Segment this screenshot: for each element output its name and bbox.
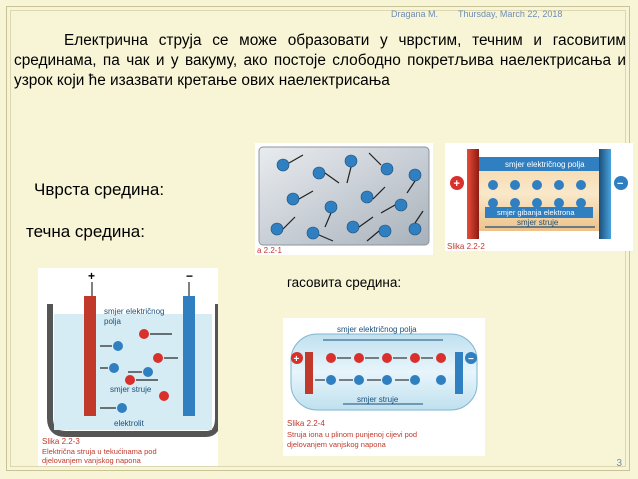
svg-text:−: − [186, 269, 193, 283]
figure-gas: smjer električnog polja + − smjer struje… [283, 318, 485, 456]
figure-gas-caption-line2: djelovanjem vanjskog napona [287, 440, 387, 449]
figure-solid-field-electron-label: smjer gibanja elektrona [497, 208, 575, 217]
figure-solid-field: + − smjer električnog polja smjer gibanj… [445, 143, 633, 251]
figure-gas-current-label: smjer struje [357, 395, 399, 404]
figure-gas-caption-title: Slika 2.2-4 [287, 419, 325, 428]
figure-liquid-field-label-2: polja [104, 317, 121, 326]
header-date: Thursday, March 22, 2018 [458, 9, 563, 19]
figure-solid-random: a 2.2-1 [255, 143, 433, 255]
label-gas-medium: гасовита средина: [287, 275, 402, 290]
header-author: Dragana M. [391, 9, 439, 19]
label-liquid-medium: течна средина: [26, 222, 145, 241]
figure-gas-caption-line1: Struja iona u plinom punjenoj cijevi pod [287, 430, 417, 439]
label-solid-medium: Чврста средина: [34, 180, 165, 199]
body-paragraph: Електрична струја се може образовати у ч… [14, 31, 626, 91]
figure-liquid-caption-line1: Električna struja u tekućinama pod [42, 447, 157, 456]
page-number: 3 [616, 458, 622, 469]
figure-liquid-current-label: smjer struje [110, 385, 152, 394]
figure-liquid-caption-line2: djelovanjem vanjskog napona [42, 456, 142, 465]
figure-gas-field-label: smjer električnog polja [337, 325, 417, 334]
figure-liquid-caption-title: Slika 2.2-3 [42, 437, 80, 446]
figure-solid-random-caption: a 2.2-1 [257, 246, 282, 255]
svg-text:+: + [454, 178, 460, 190]
figure-liquid-electrolyte-label: elektrolit [114, 419, 145, 428]
svg-text:−: − [468, 354, 474, 365]
svg-text:+: + [294, 354, 300, 365]
figure-solid-field-current-label: smjer struje [517, 218, 559, 227]
figure-solid-field-field-label: smjer električnog polja [505, 160, 585, 169]
figure-liquid: + − smjer električnog polja smjer struje… [38, 268, 218, 466]
svg-text:+: + [88, 269, 95, 283]
figure-liquid-field-label-1: smjer električnog [104, 307, 164, 316]
figure-solid-field-caption: Slika 2.2-2 [447, 242, 485, 251]
svg-text:−: − [617, 178, 623, 190]
body-paragraph-text: Електрична струја се може образовати у ч… [14, 32, 626, 89]
